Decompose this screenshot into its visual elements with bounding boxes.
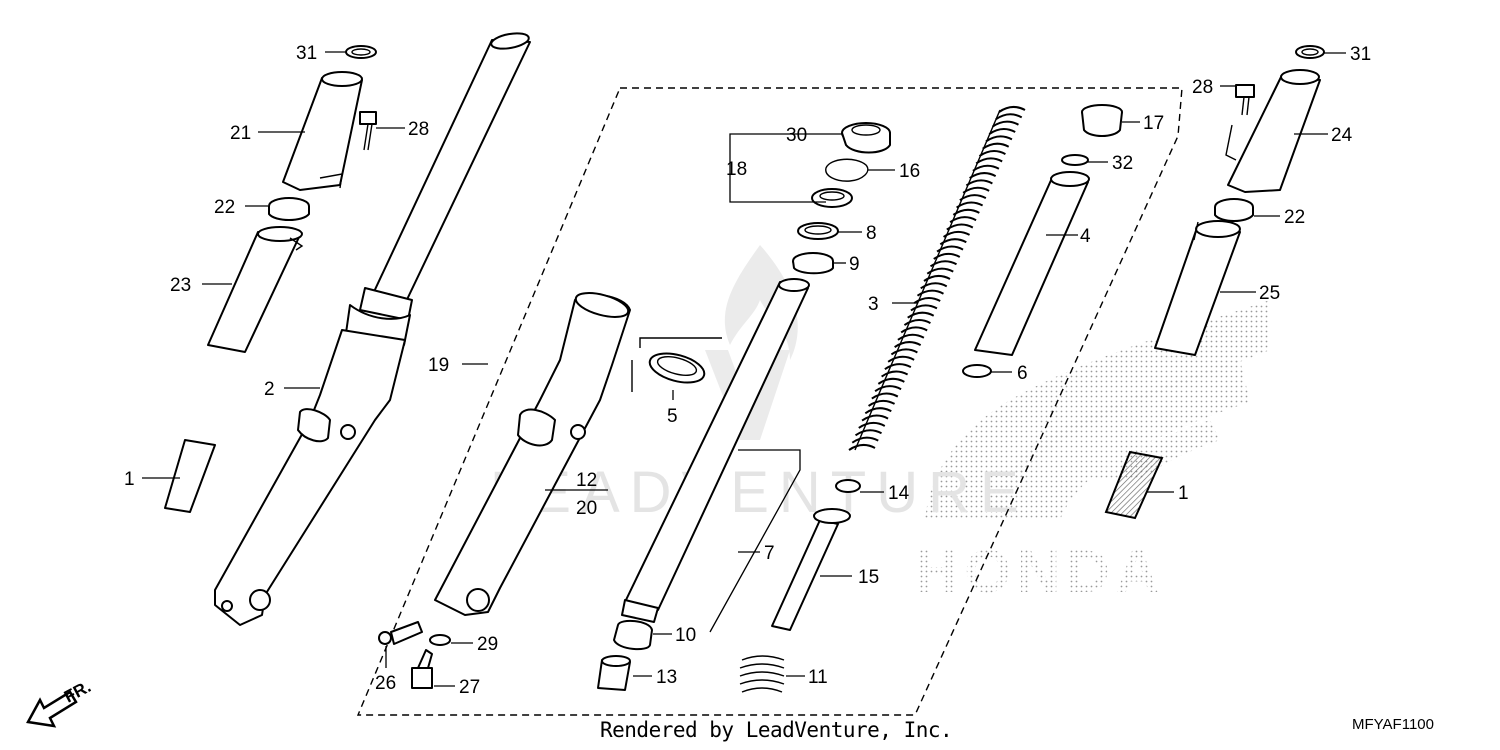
callout-10: 10 bbox=[675, 625, 696, 646]
callout-1-left: 1 bbox=[124, 469, 135, 490]
callout-24: 24 bbox=[1331, 125, 1353, 146]
callout-17: 17 bbox=[1143, 113, 1164, 134]
leader-lines bbox=[142, 51, 1346, 687]
render-credit: Rendered by LeadVenture, Inc. bbox=[600, 718, 953, 742]
honda-wing-watermark: HONDA bbox=[915, 300, 1270, 605]
callout-labels: 31 21 28 22 23 2 19 1 12 20 18 30 16 8 9… bbox=[124, 43, 1371, 698]
callout-12: 12 bbox=[576, 470, 597, 491]
fork-cover-upper-left bbox=[282, 71, 363, 191]
fork-ring-22-right bbox=[1214, 198, 1254, 222]
washer-31-left bbox=[345, 45, 377, 59]
callout-30: 30 bbox=[786, 125, 807, 146]
callout-23: 23 bbox=[170, 275, 191, 296]
front-direction-arrow: FR. bbox=[26, 677, 94, 728]
clip-14 bbox=[835, 479, 861, 493]
callout-28-right: 28 bbox=[1192, 77, 1213, 98]
spring-11 bbox=[739, 655, 785, 693]
callout-6: 6 bbox=[1017, 363, 1028, 384]
callout-31-right: 31 bbox=[1350, 44, 1371, 65]
callout-11: 11 bbox=[808, 667, 828, 688]
callout-14: 14 bbox=[888, 483, 910, 504]
fork-ring-22-left bbox=[268, 197, 310, 221]
callout-20: 20 bbox=[576, 498, 597, 519]
callout-16: 16 bbox=[899, 161, 920, 182]
fork-bolt-28-right bbox=[1225, 84, 1255, 161]
fork-slider-left bbox=[214, 304, 411, 626]
callout-21: 21 bbox=[230, 123, 251, 144]
fork-bolt-26 bbox=[378, 621, 423, 645]
seat-18 bbox=[811, 188, 853, 208]
fork-cover-upper-right bbox=[1227, 69, 1321, 193]
o-ring-32 bbox=[1061, 154, 1089, 166]
piece-13 bbox=[597, 655, 631, 691]
callout-1-right: 1 bbox=[1178, 483, 1189, 504]
bolt-17 bbox=[1081, 104, 1123, 137]
callout-29: 29 bbox=[477, 634, 498, 655]
bushing-9 bbox=[792, 252, 834, 275]
reflector-1-left bbox=[164, 439, 216, 513]
callout-32: 32 bbox=[1112, 153, 1133, 174]
callout-3: 3 bbox=[868, 294, 879, 315]
washer-31-right bbox=[1295, 45, 1325, 59]
callout-25: 25 bbox=[1259, 283, 1280, 304]
leadventure-watermark-text: LEADVENTURE bbox=[490, 460, 1029, 525]
callout-28-left: 28 bbox=[408, 119, 429, 140]
fork-bolt-27 bbox=[411, 649, 433, 689]
callout-9: 9 bbox=[849, 254, 860, 275]
callout-26: 26 bbox=[375, 673, 396, 694]
rod-15 bbox=[771, 508, 851, 631]
washer-8 bbox=[797, 222, 839, 240]
callout-18: 18 bbox=[726, 159, 747, 180]
callout-22-left: 22 bbox=[214, 197, 235, 218]
honda-watermark-text: HONDA bbox=[915, 538, 1165, 605]
callout-8: 8 bbox=[866, 223, 877, 244]
spring-coils bbox=[848, 106, 1026, 451]
callout-13: 13 bbox=[656, 667, 677, 688]
callout-22-right: 22 bbox=[1284, 207, 1305, 228]
o-ring-6 bbox=[962, 364, 992, 378]
reflector-1-right bbox=[1104, 450, 1164, 520]
diagram-code: MFYAF1100 bbox=[1352, 716, 1434, 733]
callout-31-left: 31 bbox=[296, 43, 317, 64]
fork-tube-left bbox=[359, 32, 531, 321]
callout-27: 27 bbox=[459, 677, 480, 698]
fork-cover-lower-right bbox=[1154, 220, 1241, 356]
bushing-10 bbox=[613, 619, 653, 651]
callout-15: 15 bbox=[858, 567, 879, 588]
slide-pipe-7 bbox=[621, 278, 810, 623]
callout-2: 2 bbox=[264, 379, 275, 400]
washer-29 bbox=[429, 634, 451, 646]
stopper-ring-16 bbox=[825, 158, 869, 182]
assembly-boundary bbox=[356, 87, 1183, 716]
fork-bolt-28-left bbox=[359, 111, 377, 151]
fork-slider-inner bbox=[434, 292, 631, 616]
callout-4: 4 bbox=[1080, 226, 1091, 247]
callout-5: 5 bbox=[667, 406, 678, 427]
callout-7: 7 bbox=[764, 543, 775, 564]
fork-spring-3 bbox=[848, 106, 1026, 451]
callout-19: 19 bbox=[428, 355, 449, 376]
fork-cover-lower-left bbox=[207, 226, 304, 353]
pipe-4 bbox=[974, 171, 1090, 356]
oil-seal-5 bbox=[631, 337, 722, 392]
cap-30 bbox=[841, 122, 891, 154]
